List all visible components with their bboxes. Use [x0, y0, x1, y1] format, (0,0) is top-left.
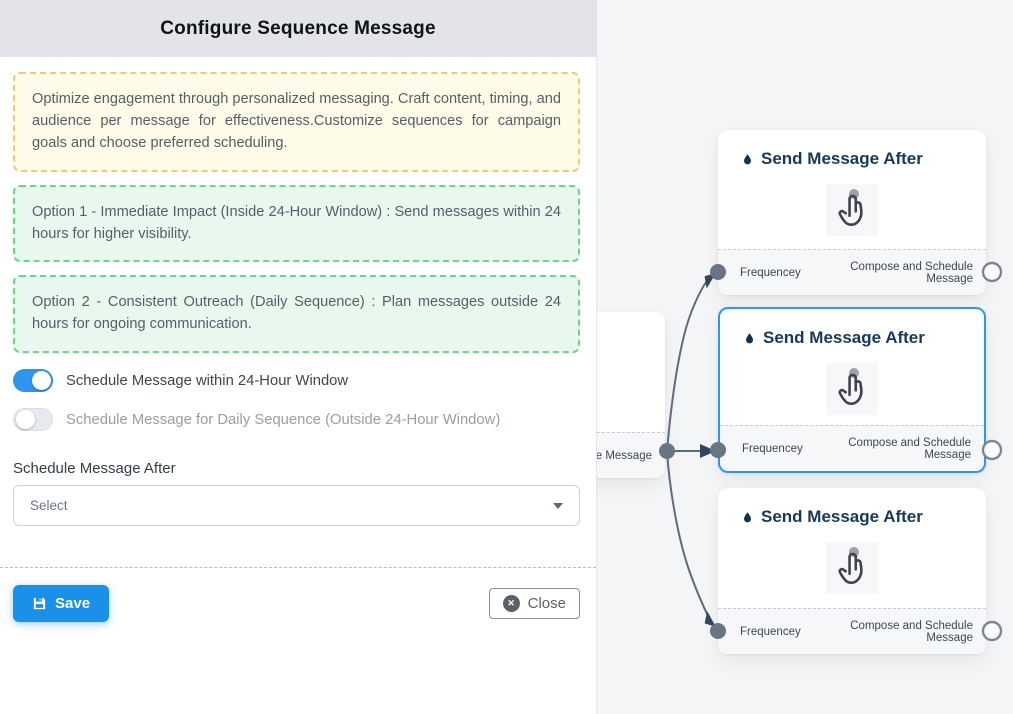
configure-sequence-panel: Configure Sequence Message Optimize enga… [0, 0, 597, 714]
flow-node-send-message-2-selected[interactable]: Send Message After Frequencey Compose an… [718, 307, 986, 473]
flow-node-send-message-3[interactable]: Send Message After Frequencey Compose an… [718, 488, 986, 654]
hand-click-icon [826, 542, 878, 594]
node-title: Send Message After [761, 149, 923, 168]
node-title: Send Message After [761, 507, 923, 526]
flow-node-source-partial[interactable]: ce Message [597, 312, 665, 478]
option1-note: Option 1 - Immediate Impact (Inside 24-H… [13, 184, 580, 263]
panel-header: Configure Sequence Message [0, 0, 596, 57]
save-button[interactable]: Save [13, 585, 110, 623]
node-title-row: Send Message After [718, 130, 986, 169]
hand-click-icon [826, 184, 878, 236]
droplet-icon [743, 511, 752, 522]
caret-down-icon [553, 502, 563, 509]
toggle-within-24h-label: Schedule Message within 24-Hour Window [66, 372, 349, 389]
node-footer-label: ce Message [597, 449, 652, 462]
frequency-label[interactable]: Frequencey [740, 625, 801, 638]
save-button-label: Save [55, 595, 91, 613]
node-title: Send Message After [763, 328, 925, 347]
page-title: Configure Sequence Message [160, 17, 436, 39]
option2-note: Option 2 - Consistent Outreach (Daily Se… [13, 275, 580, 354]
hand-click-icon [826, 363, 878, 415]
close-button-label: Close [527, 595, 566, 613]
frequency-label[interactable]: Frequencey [742, 442, 803, 455]
flow-node-send-message-1[interactable]: Send Message After Frequencey Compose an… [718, 130, 986, 295]
node-footer: Frequencey Compose and Schedule Message [720, 425, 984, 471]
circle-x-icon [502, 595, 520, 613]
schedule-after-select[interactable]: Select [13, 485, 580, 527]
toggle-knob [16, 410, 35, 430]
info-note: Optimize engagement through personalized… [13, 72, 580, 172]
toggle-row-24hour: Schedule Message within 24-Hour Window [13, 369, 580, 393]
panel-body: Optimize engagement through personalized… [0, 57, 596, 623]
select-value: Select [30, 498, 68, 514]
close-button[interactable]: Close [488, 588, 580, 620]
compose-schedule-label[interactable]: Compose and Schedule Message [848, 436, 971, 461]
compose-schedule-label[interactable]: Compose and Schedule Message [850, 260, 973, 285]
node-footer: Frequencey Compose and Schedule Message [718, 608, 986, 654]
droplet-icon [745, 332, 754, 343]
droplet-icon [743, 153, 752, 164]
toggle-within-24h[interactable] [13, 369, 53, 393]
toggle-row-daily: Schedule Message for Daily Sequence (Out… [13, 408, 580, 432]
footer-divider [0, 567, 596, 569]
node-title-row: Send Message After [720, 309, 984, 348]
node-title-row: Send Message After [718, 488, 986, 527]
compose-schedule-label[interactable]: Compose and Schedule Message [850, 619, 973, 644]
frequency-label[interactable]: Frequencey [740, 266, 801, 279]
toggle-daily-sequence-label: Schedule Message for Daily Sequence (Out… [66, 411, 501, 428]
floppy-disk-icon [33, 598, 46, 610]
toggle-daily-sequence[interactable] [13, 408, 53, 432]
node-footer: ce Message [597, 432, 665, 478]
node-footer: Frequencey Compose and Schedule Message [718, 249, 986, 295]
flow-canvas[interactable]: ce Message Send Message After Frequencey… [597, 0, 1013, 714]
schedule-after-label: Schedule Message After [13, 460, 176, 478]
panel-footer: Save Close [13, 585, 580, 623]
toggle-knob [32, 371, 51, 391]
